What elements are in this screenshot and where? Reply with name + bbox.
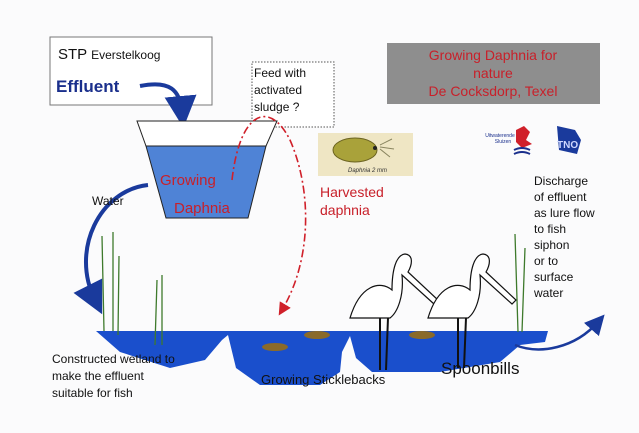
tank-line-1: Growing [160, 172, 216, 189]
svg-text:siphon: siphon [534, 238, 569, 252]
svg-text:Uitwaterende: Uitwaterende [485, 133, 515, 139]
svg-text:Sluizen: Sluizen [495, 139, 512, 145]
sticklebacks-label: Growing Sticklebacks [261, 372, 386, 387]
harvested-line-1: Harvested [320, 184, 384, 200]
feed-line-1: Feed with [254, 66, 306, 80]
title-line-2: nature [473, 65, 513, 81]
svg-text:surface: surface [534, 270, 574, 284]
daphnia-photo: Daphnia 2 mm [318, 133, 413, 176]
water-label: Water [92, 194, 124, 208]
spoonbills-label: Spoonbills [441, 359, 519, 378]
title-box: Growing Daphnia for nature De Cocksdorp,… [387, 43, 600, 104]
stp-label: STP [58, 46, 87, 63]
svg-text:suitable for fish: suitable for fish [52, 386, 133, 400]
stickleback-fish [262, 331, 435, 351]
effluent-arrow [139, 82, 197, 128]
svg-text:make the effluent: make the effluent [52, 369, 145, 383]
svg-text:as lure flow: as lure flow [534, 206, 595, 220]
daphnia-tank: Growing Daphnia [136, 120, 278, 219]
svg-text:STP Everstelkoog: STP Everstelkoog [58, 46, 160, 63]
harvest-arrow [231, 115, 307, 316]
uitwaterende-sluizen-logo: Uitwaterende Sluizen [485, 126, 532, 155]
discharge-text: Discharge of effluent as lure flow to fi… [533, 174, 595, 300]
feed-line-3: sludge ? [254, 100, 300, 114]
daphnia-caption: Daphnia 2 mm [348, 168, 387, 174]
svg-text:of effluent: of effluent [534, 190, 587, 204]
tno-logo: TNO [557, 126, 581, 154]
wetland-text: Constructed wetland to make the effluent… [52, 352, 175, 400]
svg-text:or to: or to [534, 254, 558, 268]
discharge-arrow [514, 314, 605, 351]
water-arrow [73, 183, 149, 315]
pond [96, 331, 548, 385]
feed-line-2: activated [254, 83, 302, 97]
svg-text:water: water [533, 286, 563, 300]
title-line-3: De Cocksdorp, Texel [429, 83, 558, 99]
tank-line-2: Daphnia [174, 200, 231, 217]
svg-text:Discharge: Discharge [534, 174, 588, 188]
reeds [101, 232, 526, 346]
title-line-1: Growing Daphnia for [429, 47, 558, 63]
feed-box: Feed with activated sludge ? [251, 61, 335, 128]
svg-text:Constructed wetland to: Constructed wetland to [52, 352, 175, 366]
harvested-line-2: daphnia [320, 202, 370, 218]
svg-text:TNO: TNO [557, 140, 578, 151]
svg-text:to fish: to fish [534, 222, 566, 236]
effluent-label: Effluent [56, 77, 120, 96]
stp-location: Everstelkoog [91, 48, 160, 62]
spoonbill-birds [349, 253, 517, 371]
stp-box: STP Everstelkoog Effluent [49, 36, 213, 106]
